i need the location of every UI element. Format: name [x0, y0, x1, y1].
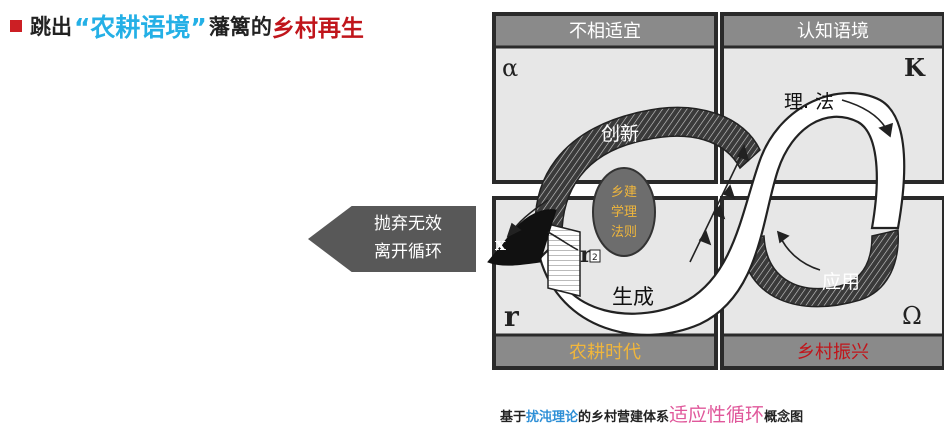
quadrant-label-bottom-right: 乡村振兴	[797, 342, 869, 363]
quadrant-label-bottom-left: 农耕时代	[569, 342, 641, 363]
oval-line3: 法则	[611, 225, 637, 240]
diagram-caption: 基于扰沌理论的乡村营建体系适应性循环概念图	[500, 400, 803, 427]
headline: 跳出 “农耕语境” 藩篱的 乡村再生	[10, 8, 364, 44]
exit-tongue	[487, 209, 557, 266]
caption-part4: 适应性循环	[669, 404, 765, 426]
band-top-right	[724, 16, 942, 46]
band-top-left	[496, 16, 714, 46]
flow-arrows	[506, 99, 894, 271]
exit-arrow-line2: 离开循环	[374, 242, 442, 262]
label-application: 应用	[822, 271, 860, 293]
headline-part1: 跳出	[30, 15, 72, 39]
band-bottom-left	[496, 336, 714, 366]
application-ribbon	[739, 229, 899, 308]
quadrant-label-top-right: 认知语境	[797, 21, 869, 42]
symbol-x: x	[495, 234, 506, 255]
headline-highlight: 乡村再生	[271, 16, 364, 42]
exit-arrow-text: 抛弃无效 离开循环	[346, 210, 470, 266]
caption-part2: 扰沌理论	[526, 410, 579, 425]
label-generation: 生成	[612, 285, 654, 309]
exit-arrow-line1: 抛弃无效	[374, 214, 442, 234]
bullet-square-icon	[10, 20, 22, 32]
label-theory-law: 理. 法	[784, 91, 834, 113]
caption-part3: 的乡村营建体系	[578, 410, 670, 425]
band-bottom-right	[724, 336, 942, 366]
symbol-r2: r	[580, 242, 592, 268]
innovation-ribbon	[534, 106, 761, 243]
symbol-kappa: K	[904, 53, 926, 82]
caption-part5: 概念图	[764, 410, 804, 425]
symbol-omega: Ω	[902, 302, 922, 330]
symbol-alpha: α	[502, 54, 518, 82]
quadrant-label-top-left: 不相适宜	[569, 21, 641, 42]
center-oval	[592, 167, 656, 257]
headline-part2: 藩篱的	[208, 15, 272, 39]
symbol-r: r	[504, 300, 520, 333]
r2-hatched-strip	[547, 223, 581, 297]
caption-part1: 基于	[500, 410, 527, 425]
headline-quoted: “农耕语境”	[74, 13, 207, 42]
oval-line2: 学理	[611, 204, 637, 220]
adaptive-cycle-diagram: 不相适宜 认知语境 农耕时代 乡村振兴 α K r Ω x r 2 乡建 学理 …	[487, 12, 944, 370]
oval-line1: 乡建	[611, 185, 637, 200]
r2-sub-box	[589, 249, 601, 263]
infinity-white-band	[538, 91, 906, 336]
label-innovation: 创新	[601, 123, 639, 145]
symbol-r2-sub: 2	[592, 253, 598, 263]
